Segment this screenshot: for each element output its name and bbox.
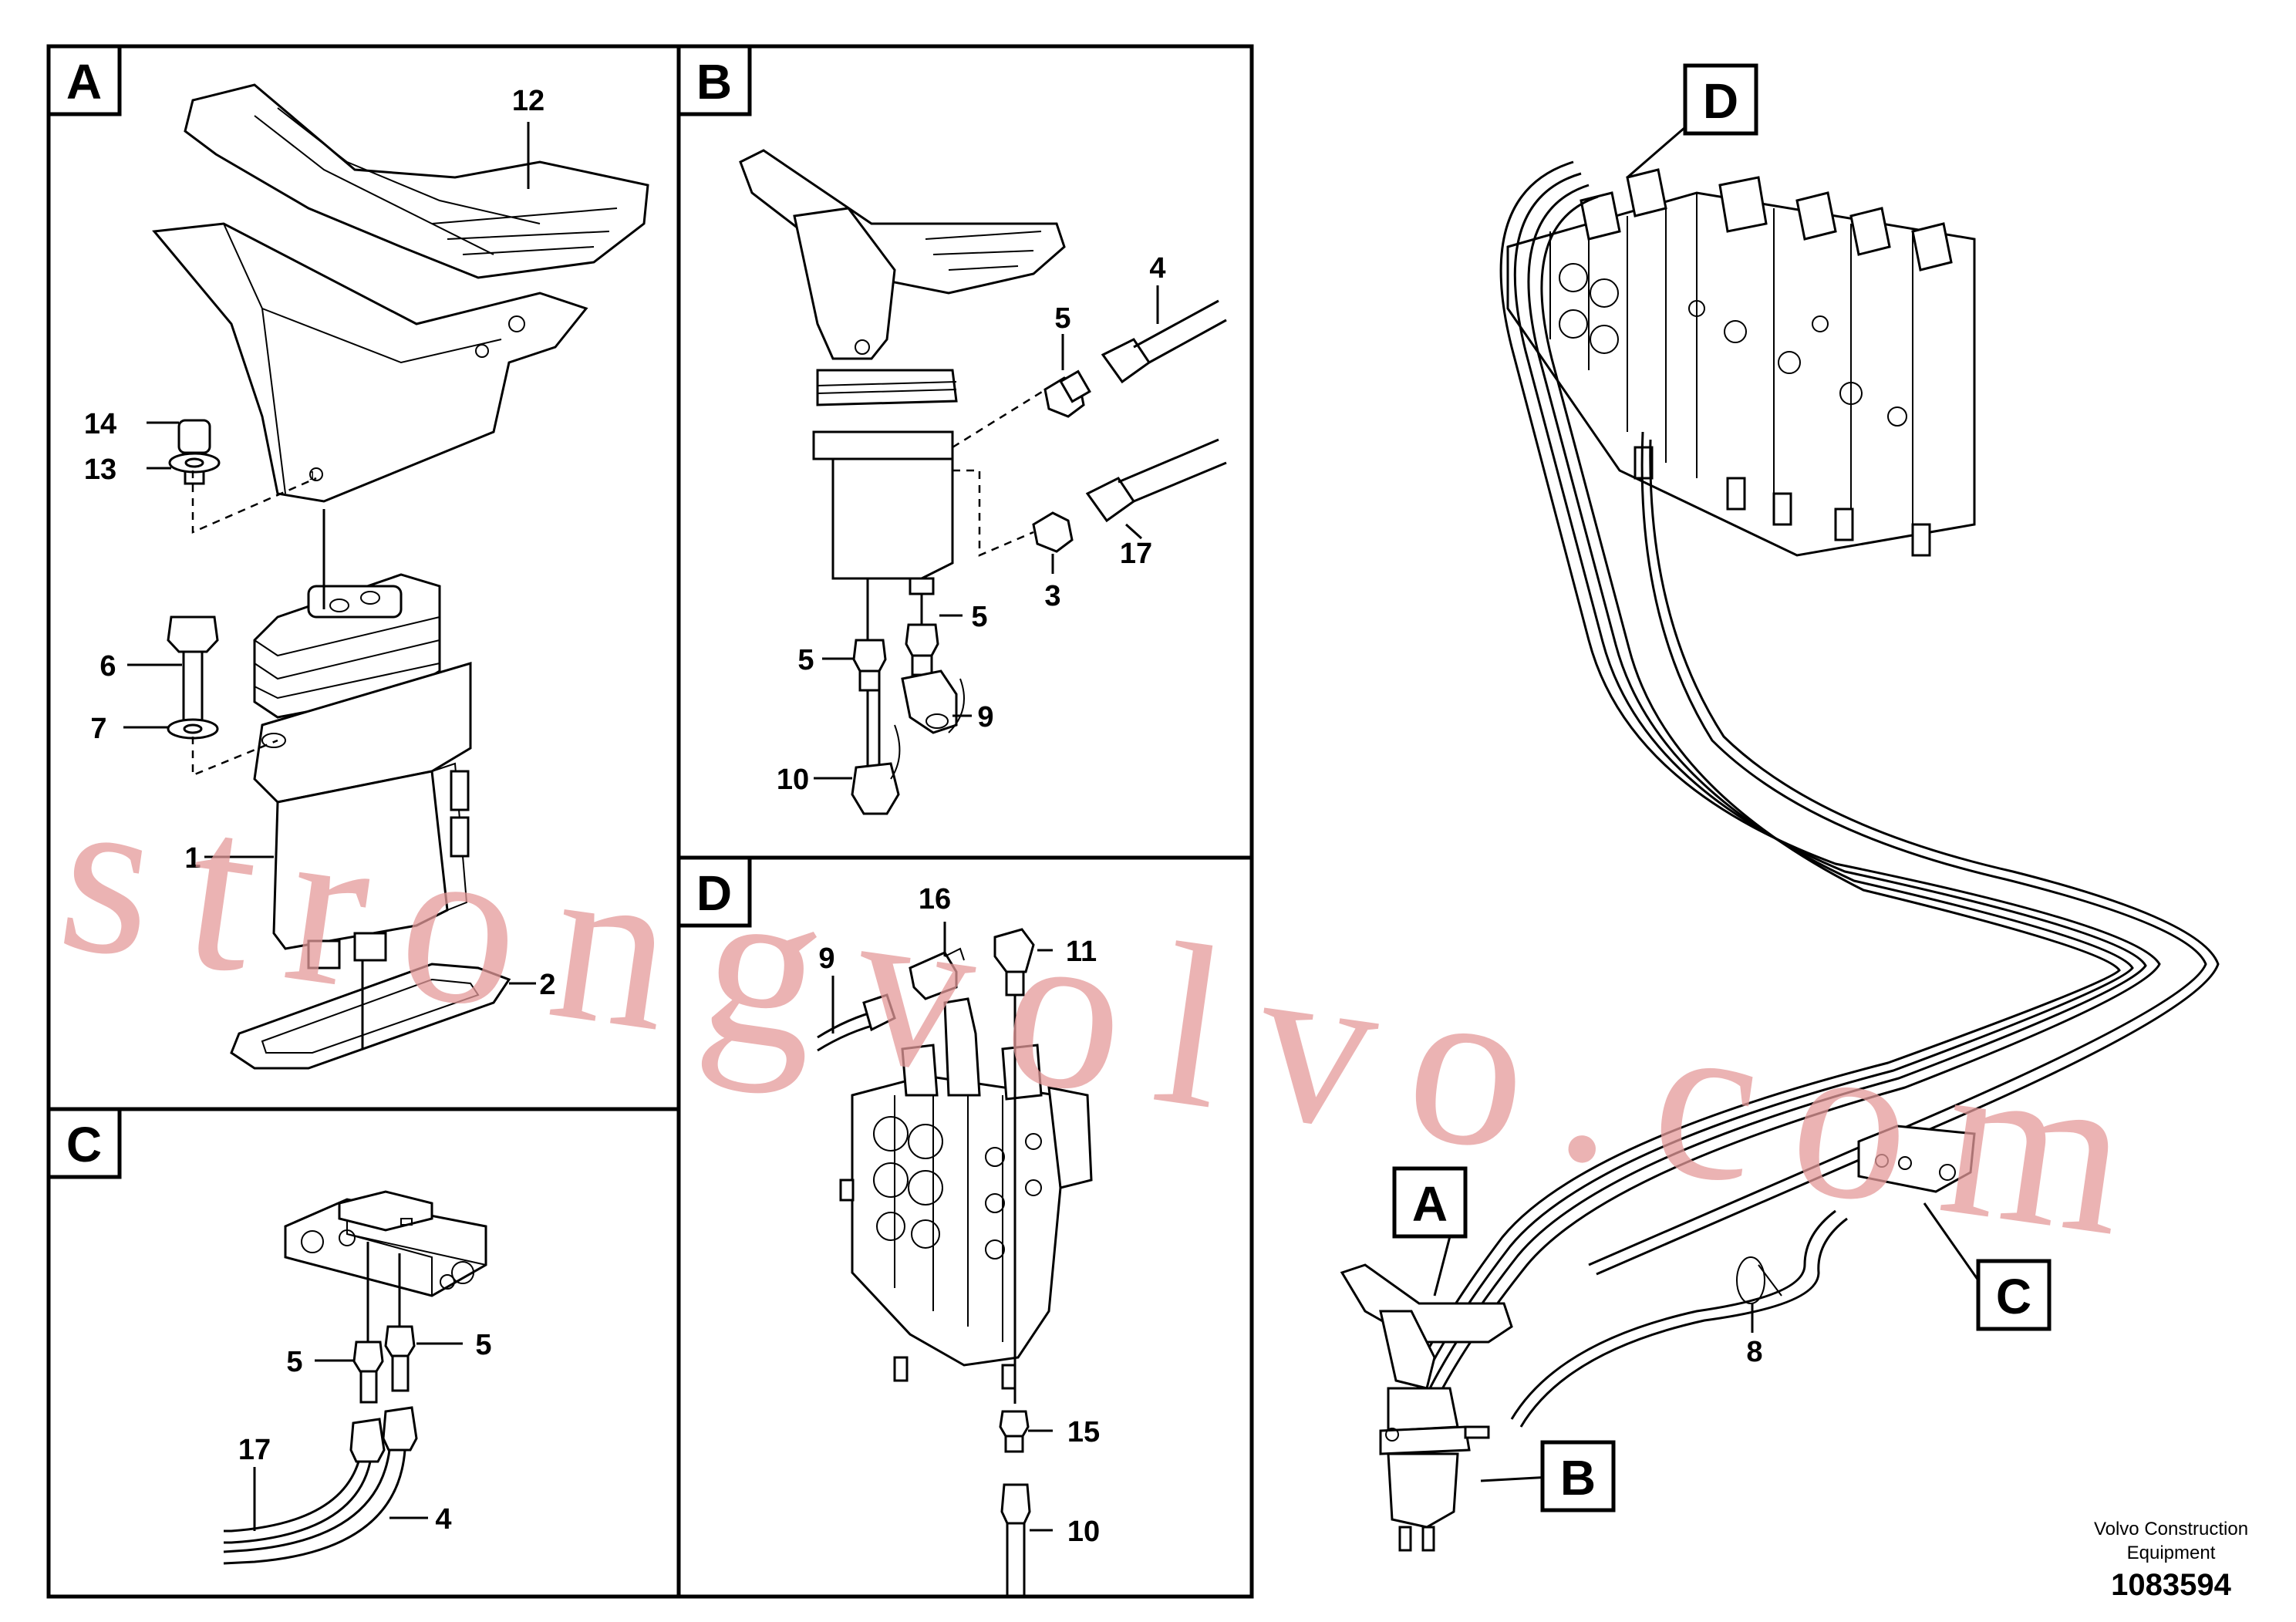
callout-11: 11 <box>1066 936 1097 968</box>
hose-4-part <box>1101 299 1227 384</box>
callout-13: 13 <box>84 454 116 486</box>
gasket-2-part <box>230 963 511 1070</box>
callout-4: 4 <box>1149 252 1165 285</box>
hose-10-d-part <box>1000 1483 1031 1597</box>
overview-drawing: D A C B 8 <box>1340 63 2220 1552</box>
foot-pedal-part <box>184 83 649 279</box>
bolt-6-part <box>167 615 219 723</box>
panel-c-drawing: 5 5 17 4 <box>223 1190 492 1565</box>
panel-c-tag: C <box>46 1107 122 1179</box>
callout-17: 17 <box>1120 538 1152 570</box>
pilot-valve-body-part <box>253 573 472 969</box>
svg-text:1: 1 <box>309 470 316 483</box>
fitting-15-part <box>999 1410 1030 1453</box>
document-number: 1083594 <box>2111 1568 2231 1602</box>
washer-7-part <box>167 718 219 740</box>
hose-nuts-c-part <box>349 1406 418 1463</box>
fitting-5-left-c-part <box>352 1340 384 1404</box>
panel-b-tag: B <box>676 44 752 116</box>
callout-5-upper: 5 <box>1054 302 1070 335</box>
joystick-pedal-part <box>739 149 1066 595</box>
panel-d-drawing: 16 11 9 15 10 <box>817 883 1100 1597</box>
overview-tag-c: C <box>1976 1259 2052 1331</box>
elbow-11-part <box>993 928 1035 996</box>
fitting-3-part <box>1032 511 1074 553</box>
callout-16: 16 <box>919 883 951 916</box>
callout-9: 9 <box>977 701 993 733</box>
panel-b-drawing: 4 5 17 3 5 5 9 10 <box>739 149 1227 815</box>
callout-10: 10 <box>777 764 809 796</box>
panel-d-tag: D <box>676 855 752 928</box>
panel-frames <box>46 44 1254 1599</box>
callout-5-right: 5 <box>971 601 987 633</box>
callout-2: 2 <box>539 969 555 1001</box>
overview-tag-b: B <box>1540 1440 1616 1512</box>
panel-a-tag: A <box>46 44 122 116</box>
hose-17-4-c-part <box>223 1449 406 1565</box>
callout-6: 6 <box>99 650 116 683</box>
callout-5-right-c: 5 <box>475 1329 491 1361</box>
overview-joystick-part <box>1340 1263 1513 1552</box>
callout-5-left: 5 <box>797 644 814 676</box>
panel-a-drawing: 1 <box>84 83 649 1070</box>
clamp-8-part <box>1736 1256 1782 1304</box>
callout-5-left-c: 5 <box>286 1346 302 1378</box>
fitting-5-right-part <box>905 623 939 676</box>
brand-line-2: Equipment <box>2127 1543 2216 1563</box>
elbow-9-part <box>901 669 965 734</box>
screw-14-part <box>177 419 211 485</box>
fitting-5-left-part <box>852 639 887 692</box>
svg-text:A: A <box>1412 1176 1448 1232</box>
callout-3: 3 <box>1044 580 1060 612</box>
callout-17-c: 17 <box>238 1434 271 1466</box>
svg-text:A: A <box>66 54 102 110</box>
callout-1: 1 <box>184 842 201 875</box>
callout-9-d: 9 <box>818 943 834 975</box>
svg-text:C: C <box>66 1117 102 1172</box>
fitting-5-upper-part <box>1043 369 1091 418</box>
nut-10-part <box>851 690 901 815</box>
svg-text:B: B <box>1560 1450 1596 1506</box>
fitting-5-right-c-part <box>384 1325 416 1392</box>
brand-line-1: Volvo Construction <box>2094 1519 2248 1539</box>
washer-13-part <box>168 452 221 474</box>
svg-text:B: B <box>696 54 732 110</box>
hose-bundle-part <box>1408 160 2220 1428</box>
svg-text:C: C <box>1996 1269 2031 1324</box>
callout-14: 14 <box>84 408 116 440</box>
overview-tag-a: A <box>1392 1166 1468 1239</box>
svg-text:D: D <box>696 865 732 921</box>
overview-block-c-part <box>1857 1125 1976 1193</box>
control-valve-section-part <box>839 997 1093 1390</box>
overview-tag-d: D <box>1683 63 1758 136</box>
main-control-valve-part <box>1506 168 1976 557</box>
callout-15: 15 <box>1067 1416 1100 1448</box>
callout-10-d: 10 <box>1067 1516 1100 1548</box>
callout-4-c: 4 <box>435 1503 451 1536</box>
mounting-bracket-part: 1 <box>152 222 588 503</box>
callout-8: 8 <box>1746 1336 1762 1368</box>
callout-7: 7 <box>90 713 106 745</box>
hose-17-part <box>1085 438 1227 523</box>
distribution-block-part <box>284 1190 487 1297</box>
svg-text:D: D <box>1703 73 1738 129</box>
callout-12: 12 <box>512 85 544 117</box>
